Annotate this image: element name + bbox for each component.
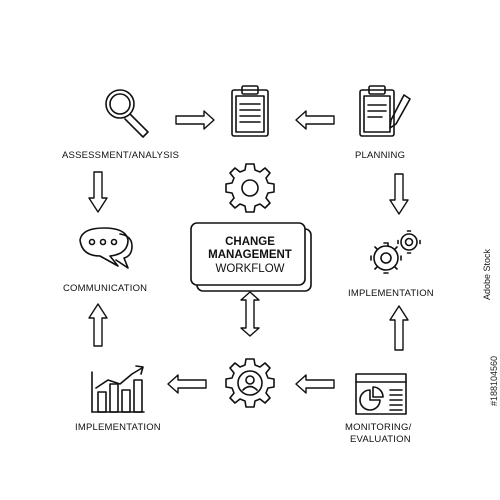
label-communication: COMMUNICATION [63, 283, 148, 294]
label-assessment: ASSESSMENT/ANALYSIS [62, 150, 180, 161]
report-chart-icon [355, 373, 407, 415]
label-planning: PLANNING [355, 150, 406, 161]
center-title-line2: MANAGEMENT [208, 249, 292, 261]
arrow-left-bottom-right [295, 374, 335, 394]
label-monitoring-line2: EVALUATION [350, 434, 411, 445]
speech-bubbles-icon [79, 227, 133, 269]
bar-chart-icon [91, 365, 145, 413]
stock-watermark: Adobe Stock [482, 248, 492, 300]
arrow-left-top [295, 110, 335, 130]
clipboard-pencil-icon [359, 85, 411, 137]
label-implementation-right: IMPLEMENTATION [348, 288, 434, 299]
gears-icon [370, 230, 421, 274]
arrow-left-bottom-left [167, 374, 207, 394]
label-implementation-left: IMPLEMENTATION [75, 422, 161, 433]
center-card [190, 222, 312, 292]
arrow-down-right [389, 173, 409, 215]
arrow-up-left [88, 303, 108, 347]
clipboard-icon [231, 85, 269, 137]
center-title-line1: CHANGE [225, 236, 275, 248]
arrow-down-left [88, 171, 108, 213]
magnifier-icon [105, 89, 149, 138]
stock-id: #188104560 [489, 355, 499, 406]
arrow-right-top [175, 110, 215, 130]
arrow-double-center [240, 291, 260, 337]
gear-person-icon [225, 358, 275, 408]
arrow-up-right [389, 305, 409, 351]
gear-icon [225, 163, 275, 213]
center-subtitle: WORKFLOW [215, 263, 285, 275]
label-monitoring-line1: MONITORING/ [345, 422, 412, 433]
